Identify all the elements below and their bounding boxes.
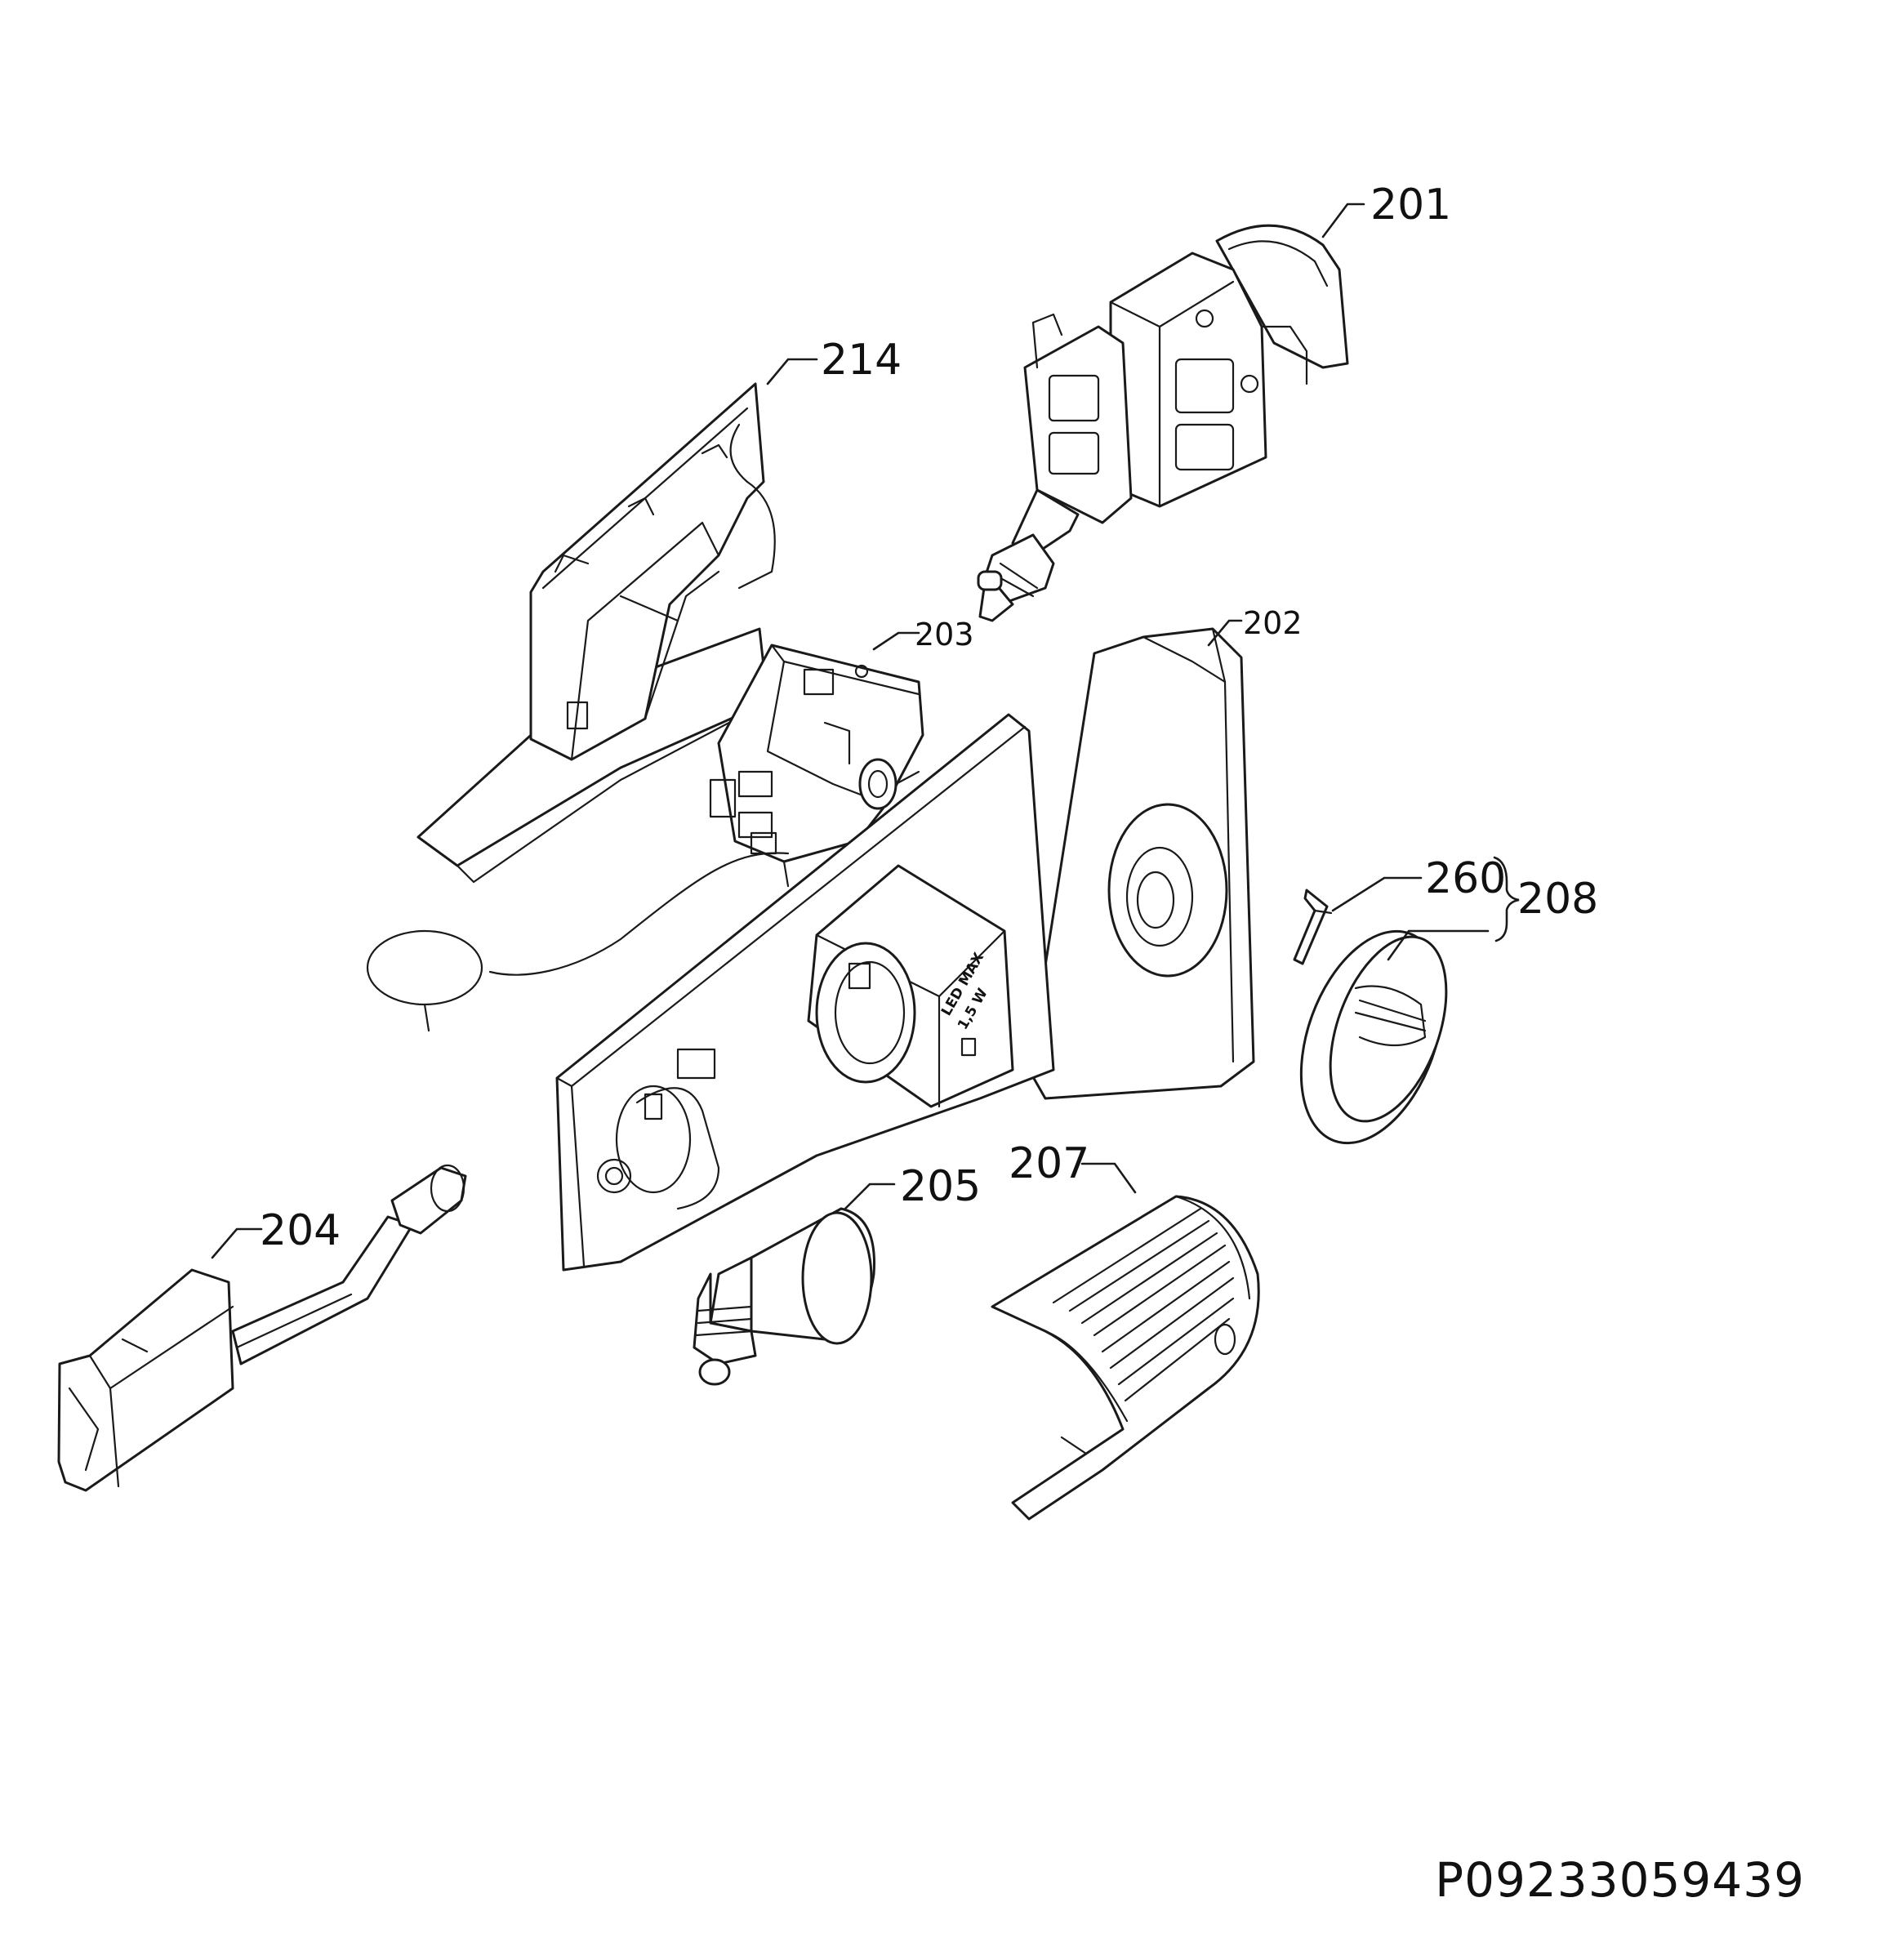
callout-214: 214 <box>821 336 902 385</box>
callout-labels: 201 214 203 202 260 208 204 205 207 <box>260 180 1598 1255</box>
leader-knob <box>1387 929 1490 961</box>
brace-208 <box>1493 856 1520 942</box>
callout-208: 208 <box>1517 875 1598 924</box>
leader-lines <box>211 203 1520 1259</box>
callout-201: 201 <box>1370 180 1451 229</box>
leader-202 <box>1207 619 1243 647</box>
callout-202: 202 <box>1243 605 1303 641</box>
part-204-switch-lever <box>57 1164 467 1492</box>
callout-203: 203 <box>915 617 974 653</box>
leader-205 <box>844 1183 896 1210</box>
leader-203 <box>872 631 920 651</box>
part-201-switch-assembly <box>977 224 1349 622</box>
leader-207 <box>1080 1162 1137 1194</box>
callout-205: 205 <box>900 1162 981 1211</box>
part-202-housing: LED MAX 1,5 W <box>555 627 1255 1272</box>
leader-201 <box>1321 203 1365 238</box>
drawing-code: P09233059439 <box>1435 1852 1805 1908</box>
part-260-clip <box>1293 889 1333 965</box>
callout-204: 204 <box>260 1206 341 1255</box>
leader-260 <box>1331 876 1423 912</box>
part-203-thermostat <box>366 644 924 1032</box>
part-214-bracket <box>416 382 776 884</box>
part-205-led-lamp <box>693 1207 875 1386</box>
leader-214 <box>766 358 818 385</box>
part-207-lamp-cover <box>991 1195 1260 1521</box>
part-208-knob <box>1299 929 1448 1145</box>
callout-207: 207 <box>1009 1139 1089 1188</box>
leader-204 <box>211 1227 263 1259</box>
callout-260: 260 <box>1425 854 1506 903</box>
